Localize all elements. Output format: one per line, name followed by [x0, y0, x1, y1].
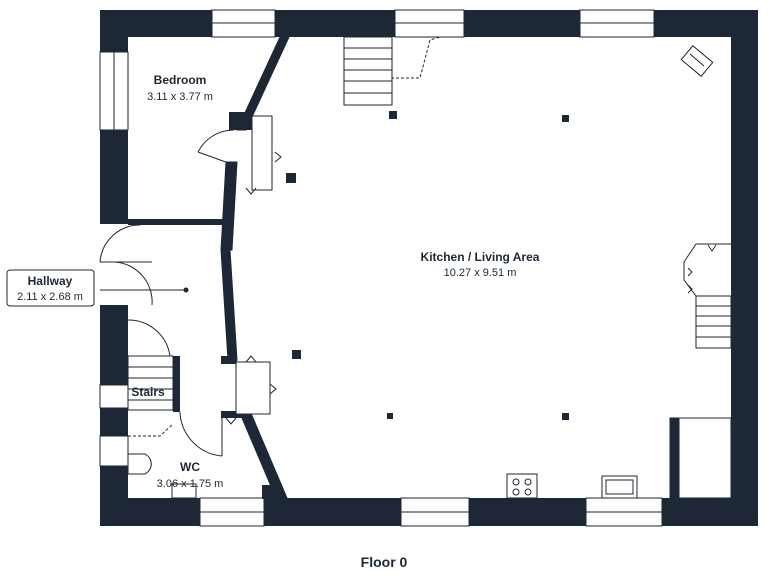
stair-icon [343, 36, 441, 106]
wc-dims: 3.06 x 1.75 m [157, 478, 224, 490]
hallway-dims: 2.11 x 2.68 m [17, 291, 83, 303]
hallway-name: Hallway [28, 274, 73, 288]
hob-icon [506, 473, 538, 499]
sink-icon [171, 483, 197, 499]
door-swings [99, 129, 235, 457]
kitchen-dims: 10.27 x 9.51 m [444, 267, 517, 279]
interior-walls [128, 36, 290, 499]
wc-name: WC [180, 460, 200, 474]
door-swing-icon [197, 129, 235, 153]
windows [99, 9, 663, 527]
hallway-callout: Hallway 2.11 x 2.68 m [6, 269, 95, 307]
toilet-icon [127, 453, 152, 475]
columns [183, 111, 569, 420]
kitchen-name: Kitchen / Living Area [421, 250, 540, 264]
stair-icon [683, 243, 732, 349]
cupboard [669, 417, 732, 499]
arrow-marks [225, 151, 282, 425]
bedroom-dims: 3.11 x 3.77 m [147, 91, 213, 103]
floor-label: Floor 0 [361, 554, 408, 570]
outer-walls [100, 10, 758, 526]
bedroom-name: Bedroom [154, 73, 207, 87]
door-frames [235, 115, 273, 415]
sink-icon [601, 475, 638, 499]
room-labels: Bedroom 3.11 x 3.77 m Kitchen / Living A… [131, 73, 539, 490]
stair-icon [127, 355, 174, 437]
stairs-name: Stairs [131, 385, 165, 399]
armchair-icon [680, 45, 714, 77]
